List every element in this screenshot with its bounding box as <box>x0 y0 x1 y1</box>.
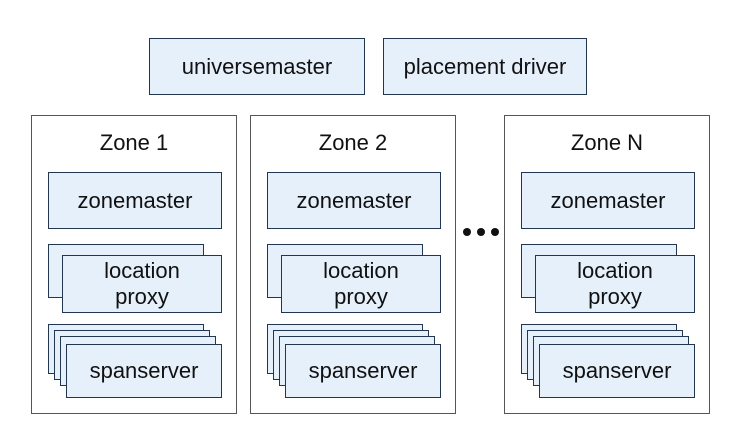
zonemaster-label: zonemaster <box>550 187 666 213</box>
spanserver-box: spanserver <box>285 344 441 398</box>
spanserver-box: spanserver <box>66 344 222 398</box>
location-proxy-label: location proxy <box>577 258 653 309</box>
ellipsis-dot <box>477 228 485 236</box>
location-proxy-label: location proxy <box>104 258 180 309</box>
zone-2: Zone 2 zonemaster location proxy spanser… <box>250 115 456 414</box>
spanserver-box: spanserver <box>539 344 695 398</box>
spanserver-label: spanserver <box>308 358 418 384</box>
zone-title: Zone 2 <box>318 130 388 155</box>
zonemaster-box: zonemaster <box>48 172 222 229</box>
zone-title: Zone N <box>570 130 644 155</box>
placement-driver-label: placement driver <box>403 53 567 79</box>
universemaster-label: universemaster <box>181 53 333 79</box>
spanserver-label: spanserver <box>89 358 199 384</box>
location-proxy-box: location proxy <box>281 255 441 313</box>
zonemaster-label: zonemaster <box>296 187 412 213</box>
zonemaster-box: zonemaster <box>267 172 441 229</box>
zone-1: Zone 1 zonemaster location proxy spanser… <box>31 115 237 414</box>
location-proxy-label: location proxy <box>323 258 399 309</box>
location-proxy-box: location proxy <box>62 255 222 313</box>
location-proxy-box: location proxy <box>535 255 695 313</box>
universemaster-box: universemaster <box>149 38 365 95</box>
ellipsis-dot <box>491 228 499 236</box>
zone-title: Zone 1 <box>99 130 169 155</box>
placement-driver-box: placement driver <box>383 38 587 95</box>
ellipsis-dot <box>463 228 471 236</box>
spanserver-label: spanserver <box>562 358 672 384</box>
zonemaster-label: zonemaster <box>77 187 193 213</box>
zonemaster-box: zonemaster <box>521 172 695 229</box>
zone-n: Zone N zonemaster location proxy spanser… <box>504 115 710 414</box>
